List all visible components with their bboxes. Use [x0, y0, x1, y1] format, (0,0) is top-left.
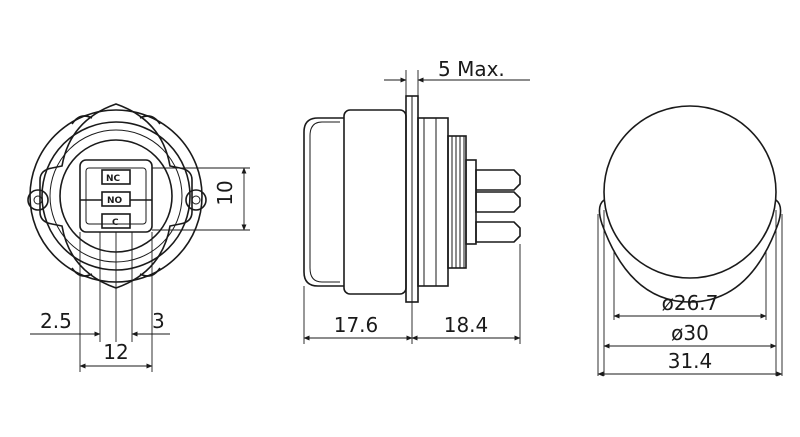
dim-rear-mid: ø30: [671, 321, 709, 345]
dim-rear-outer: 31.4: [668, 349, 713, 373]
mount-hole-left: [27, 189, 49, 211]
mount-hole-right: [185, 189, 207, 211]
side-view: 5 Max. 17.6 18.4: [303, 57, 530, 344]
dim-front-left: 2.5: [40, 309, 72, 333]
dim-front-width: 12: [103, 340, 128, 364]
dim-flange: 5 Max.: [438, 57, 505, 81]
dim-side-front: 17.6: [334, 313, 379, 337]
front-view: NC NO C 10 2.5 3 12: [27, 103, 250, 372]
dim-front-right: 3: [152, 309, 165, 333]
dim-front-height: 10: [213, 180, 237, 205]
terminal-label-c: C: [112, 218, 119, 228]
terminal-label-nc: NC: [106, 174, 121, 184]
rear-view: ø26.7 ø30 31.4: [597, 105, 783, 377]
dim-rear-inner: ø26.7: [662, 291, 719, 315]
terminal-label-no: NO: [107, 196, 123, 206]
dim-side-back: 18.4: [444, 313, 489, 337]
face-circle: [603, 105, 777, 279]
